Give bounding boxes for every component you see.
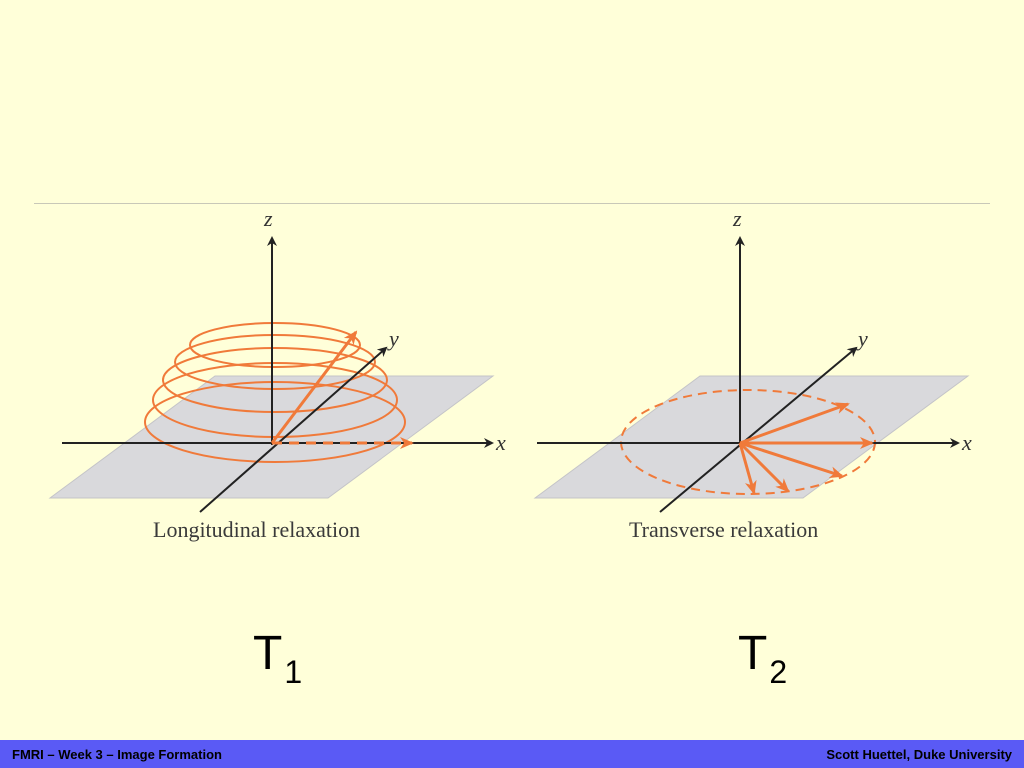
t1-label: T1 (253, 627, 303, 690)
footer-course-title: FMRI – Week 3 – Image Formation (12, 746, 222, 762)
y-axis-label: y (387, 326, 399, 351)
net-magnetization-vector (270, 330, 358, 444)
transverse-panel: z y x Transverse relaxation (533, 206, 972, 542)
spin-vector (739, 402, 850, 445)
t2-subscript: 2 (769, 654, 788, 690)
spin-vector (738, 442, 757, 495)
footer-bar: FMRI – Week 3 – Image Formation Scott Hu… (0, 740, 1024, 768)
footer-author: Scott Huettel, Duke University (826, 746, 1012, 762)
header-divider (34, 203, 990, 204)
x-axis-label: x (961, 430, 972, 455)
y-axis (199, 346, 388, 513)
t2-label: T2 (738, 627, 788, 690)
longitudinal-panel: z y x Longitudinal relaxation (48, 206, 506, 542)
relaxation-diagram: z y x Longitudinal relaxation z y x Tran… (48, 206, 972, 542)
spin-vector (739, 441, 844, 479)
z-axis-label: z (732, 206, 742, 231)
y-axis (659, 346, 858, 513)
y-axis-label: y (856, 326, 868, 351)
transverse-plane (533, 375, 970, 499)
z-axis-label: z (263, 206, 273, 231)
longitudinal-caption: Longitudinal relaxation (153, 517, 360, 542)
t1-main: T (253, 627, 283, 680)
relaxation-spiral (144, 322, 406, 463)
x-axis-label: x (495, 430, 506, 455)
spin-vectors (738, 402, 874, 495)
spin-vector (738, 441, 790, 493)
t2-main: T (738, 627, 768, 680)
transverse-caption: Transverse relaxation (629, 517, 818, 542)
t1-subscript: 1 (284, 654, 303, 690)
